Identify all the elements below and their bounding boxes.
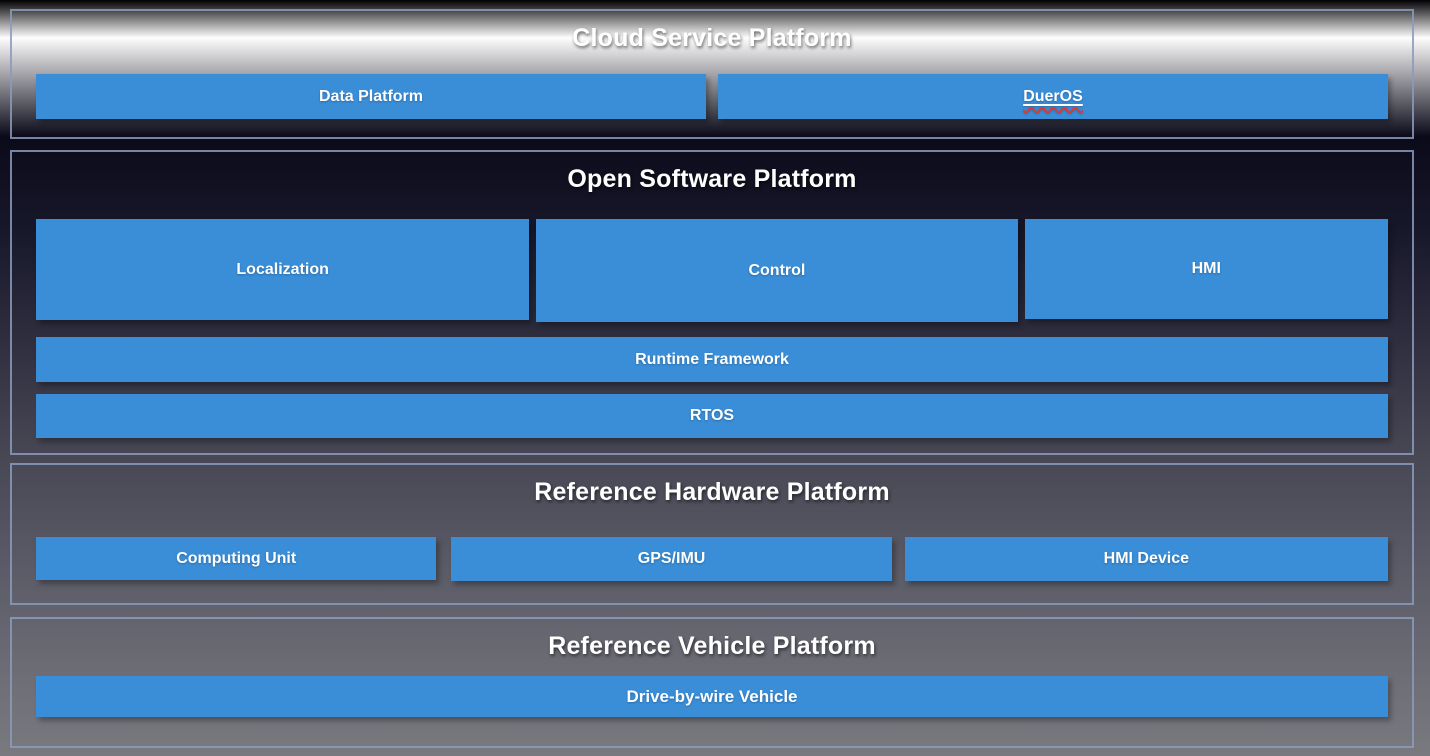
rtos-row: RTOS bbox=[36, 394, 1388, 438]
box-localization: Localization bbox=[36, 219, 530, 320]
box-drive-by-wire-vehicle-label: Drive-by-wire Vehicle bbox=[626, 686, 798, 706]
software-modules-row: Localization Control HMI bbox=[36, 219, 1388, 322]
box-data-platform-label: Data Platform bbox=[318, 87, 424, 105]
cloud-boxes-row: Data Platform DuerOS bbox=[36, 74, 1388, 119]
box-computing-unit-label: Computing Unit bbox=[176, 549, 297, 567]
box-runtime-framework: Runtime Framework bbox=[36, 337, 1388, 382]
box-gps-imu: GPS/IMU bbox=[451, 537, 892, 581]
box-rtos: RTOS bbox=[36, 394, 1388, 438]
box-localization-label: Localization bbox=[236, 260, 329, 278]
box-drive-by-wire-vehicle: Drive-by-wire Vehicle bbox=[36, 676, 1388, 717]
section-title-open-software-platform: Open Software Platform bbox=[567, 165, 857, 193]
runtime-framework-row: Runtime Framework bbox=[36, 337, 1388, 382]
box-dueros: DuerOS bbox=[718, 74, 1388, 119]
box-computing-unit: Computing Unit bbox=[36, 537, 437, 580]
section-title-reference-hardware-platform: Reference Hardware Platform bbox=[534, 478, 890, 506]
dueros-link-label: DuerOS bbox=[1023, 87, 1083, 105]
box-hmi: HMI bbox=[1024, 219, 1388, 319]
box-gps-imu-label: GPS/IMU bbox=[637, 550, 706, 567]
section-open-software-platform: Open Software Platform Localization Cont… bbox=[10, 150, 1414, 455]
section-title-reference-vehicle-platform: Reference Vehicle Platform bbox=[548, 632, 876, 660]
box-hmi-device-label: HMI Device bbox=[1103, 550, 1190, 567]
section-cloud-service-platform: Cloud Service Platform Data Platform Due… bbox=[10, 9, 1414, 139]
box-hmi-device: HMI Device bbox=[904, 537, 1388, 581]
box-hmi-label: HMI bbox=[1191, 260, 1221, 277]
hardware-boxes-row: Computing Unit GPS/IMU HMI Device bbox=[36, 537, 1388, 581]
section-reference-vehicle-platform: Reference Vehicle Platform Drive-by-wire… bbox=[10, 617, 1414, 748]
section-reference-hardware-platform: Reference Hardware Platform Computing Un… bbox=[10, 463, 1414, 605]
box-runtime-framework-label: Runtime Framework bbox=[635, 350, 789, 368]
box-control-label: Control bbox=[748, 261, 806, 279]
box-rtos-label: RTOS bbox=[689, 407, 735, 424]
box-data-platform: Data Platform bbox=[36, 74, 706, 119]
box-control: Control bbox=[536, 219, 1018, 322]
vehicle-boxes-row: Drive-by-wire Vehicle bbox=[36, 676, 1388, 717]
dueros-link[interactable]: DuerOS bbox=[1023, 88, 1083, 106]
section-title-cloud-service-platform: Cloud Service Platform bbox=[572, 24, 852, 52]
